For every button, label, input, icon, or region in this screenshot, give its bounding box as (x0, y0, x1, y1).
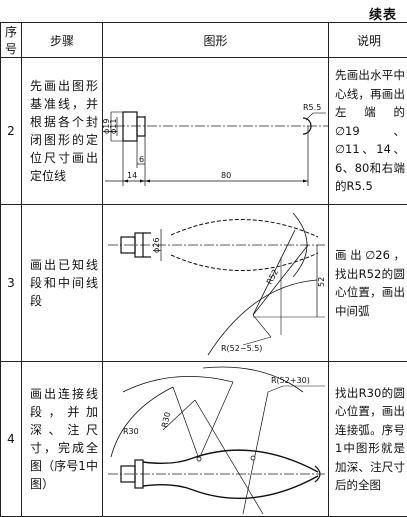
drawing-step-2: 6 14 80 ϕ19 ϕ11 R5.5 (103, 58, 328, 204)
note-cell: 找出R30的圆心位置，画出连接弧。序号1中图形就是加深、注尺寸后的全图 (329, 362, 407, 517)
header-figure: 图形 (103, 23, 329, 58)
note-text: 画出∅26，找出R52的圆心位置，画出中间弧 (329, 246, 407, 320)
figure-cell: R(52+30) R30 R30 (103, 362, 329, 517)
row-number: 2 (1, 58, 22, 205)
note-text: 先画出水平中心线，再画出左端的∅19、∅11、14、6、80和右端的R5.5 (329, 66, 407, 196)
dim-6-label: 6 (139, 155, 144, 164)
step-cell: 先画出图形基准线，并根据各个封闭图形的定位尺寸画出定位线 (22, 58, 103, 205)
figure-cell: 6 14 80 ϕ19 ϕ11 R5.5 (103, 58, 329, 205)
dim-14-label: 14 (127, 171, 137, 180)
table-row: 3 画出已知线段和中间线段 ϕ26 (1, 205, 407, 362)
table-row: 2 先画出图形基准线，并根据各个封闭图形的定位尺寸画出定位线 6 (1, 58, 407, 205)
row-number: 4 (1, 362, 22, 517)
dim-r52-minus-label: R(52−5.5) (221, 344, 262, 353)
header-note: 说明 (329, 23, 407, 58)
continued-table-label: 续表 (369, 4, 397, 23)
step-cell: 画出连接线段，并加深、注尺寸，完成全图（序号1中图） (22, 362, 103, 517)
dim-r30-left-label: R30 (123, 427, 139, 436)
dim-phi11-label: ϕ11 (109, 119, 118, 134)
note-cell: 画出∅26，找出R52的圆心位置，画出中间弧 (329, 205, 407, 362)
dim-80-label: 80 (221, 171, 231, 180)
header-no: 序号 (1, 23, 22, 58)
procedure-table: 序号 步骤 图形 说明 2 先画出图形基准线，并根据各个封闭图形的定位尺寸画出定… (0, 22, 407, 517)
dim-r52-plus-label: R(52+30) (271, 376, 310, 385)
dim-r55-label: R5.5 (303, 103, 321, 112)
step-cell: 画出已知线段和中间线段 (22, 205, 103, 362)
note-text: 找出R30的圆心位置，画出连接弧。序号1中图形就是加深、注尺寸后的全图 (329, 384, 407, 495)
dim-phi26-label: ϕ26 (152, 238, 161, 253)
table-row: 4 画出连接线段，并加深、注尺寸，完成全图（序号1中图） (1, 362, 407, 517)
header-row: 序号 步骤 图形 说明 (1, 23, 407, 58)
figure-cell: ϕ26 R52 52 R(52−5.5) (103, 205, 329, 362)
row-number: 3 (1, 205, 22, 362)
step-text: 先画出图形基准线，并根据各个封闭图形的定位尺寸画出定位线 (22, 77, 102, 185)
step-text: 画出连接线段，并加深、注尺寸，完成全图（序号1中图） (22, 385, 102, 493)
step-text: 画出已知线段和中间线段 (22, 256, 102, 310)
note-cell: 先画出水平中心线，再画出左端的∅19、∅11、14、6、80和右端的R5.5 (329, 58, 407, 205)
drawing-step-4: R(52+30) R30 R30 (103, 362, 328, 516)
dim-r30-center-label: R30 (160, 411, 172, 428)
drawing-step-3: ϕ26 R52 52 R(52−5.5) (103, 205, 328, 361)
header-step: 步骤 (22, 23, 103, 58)
dim-52-label: 52 (317, 277, 326, 287)
